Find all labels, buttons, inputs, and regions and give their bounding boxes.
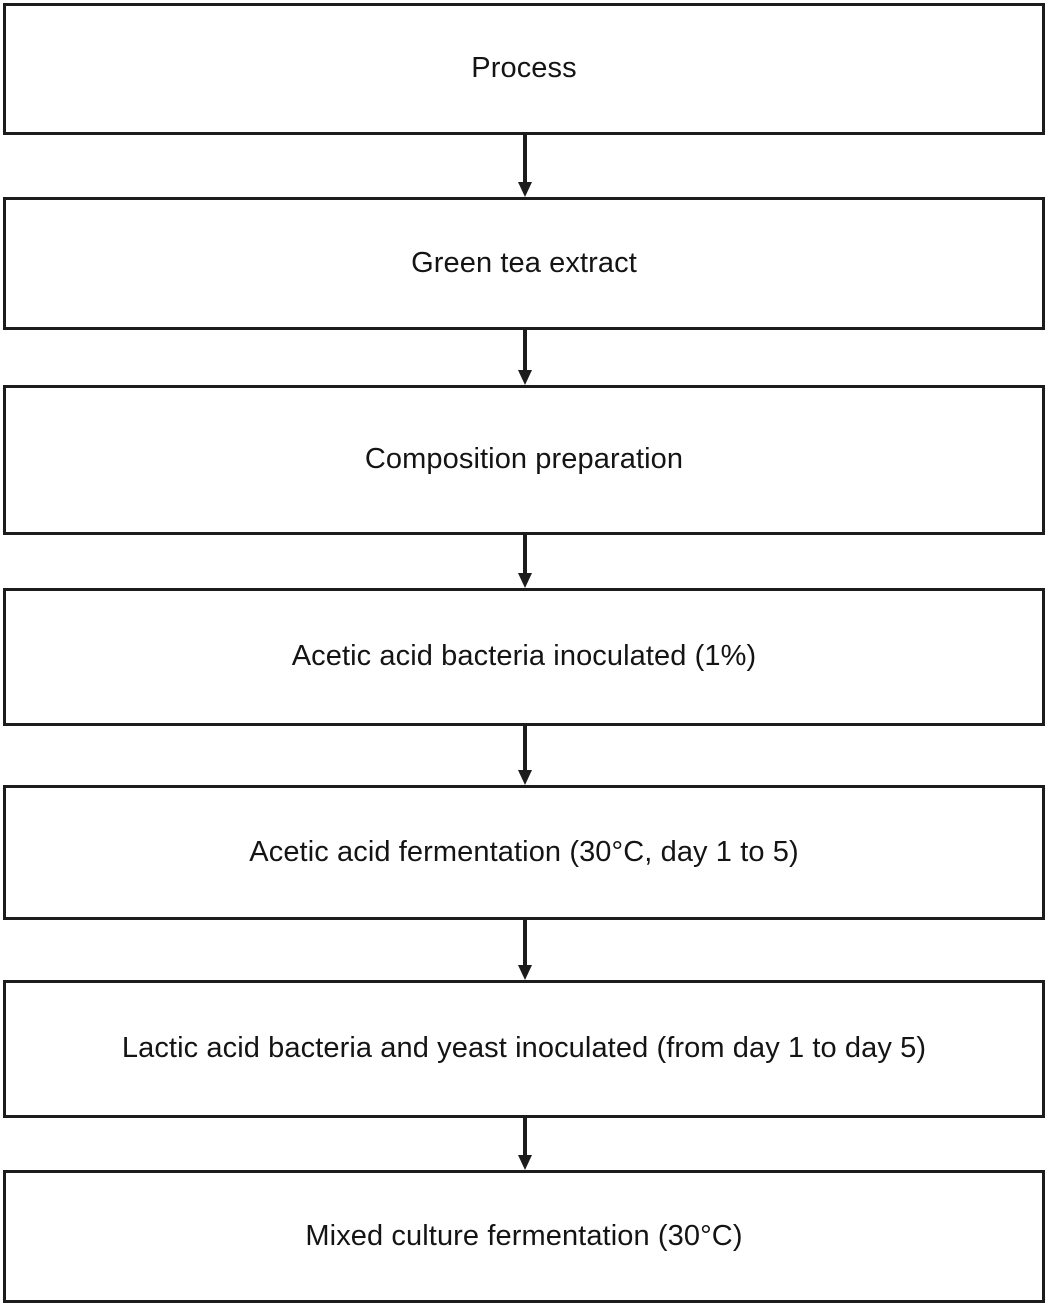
flowchart-node-label: Composition preparation (364, 443, 684, 476)
flowchart-node-lactic-acid-bacteria-and-yeast-inoculated[interactable]: Lactic acid bacteria and yeast inoculate… (3, 980, 1045, 1118)
arrow-shaft (523, 1118, 527, 1155)
flowchart-node-label: Green tea extract (411, 246, 637, 279)
arrow-head-down-icon (518, 182, 532, 197)
arrow-head-down-icon (518, 370, 532, 385)
flowchart-arrow-6 (518, 1118, 532, 1170)
arrow-head-down-icon (518, 770, 532, 785)
flowchart-arrow-3 (518, 535, 532, 588)
flowchart-arrow-1 (518, 135, 532, 197)
arrow-shaft (523, 726, 527, 770)
flowchart-node-label: Lactic acid bacteria and yeast inoculate… (121, 1032, 927, 1065)
flowchart-node-label: Acetic acid bacteria inoculated (1%) (291, 640, 757, 673)
flowchart-node-label: Process (471, 52, 577, 85)
flowchart-node-acetic-acid-fermentation[interactable]: Acetic acid fermentation (30°C, day 1 to… (3, 785, 1045, 920)
flowchart-node-composition-preparation[interactable]: Composition preparation (3, 385, 1045, 535)
flowchart-node-green-tea-extract[interactable]: Green tea extract (3, 197, 1045, 330)
flowchart-arrow-4 (518, 726, 532, 785)
flowchart-node-mixed-culture-fermentation[interactable]: Mixed culture fermentation (30°C) (3, 1170, 1045, 1303)
arrow-shaft (523, 330, 527, 370)
arrow-head-down-icon (518, 965, 532, 980)
flowchart-node-label: Acetic acid fermentation (30°C, day 1 to… (249, 835, 799, 868)
flowchart-node-label: Mixed culture fermentation (30°C) (305, 1219, 743, 1252)
arrow-head-down-icon (518, 573, 532, 588)
flowchart-node-acetic-acid-bacteria-inoculated[interactable]: Acetic acid bacteria inoculated (1%) (3, 588, 1045, 726)
arrow-shaft (523, 135, 527, 182)
flowchart-arrow-5 (518, 920, 532, 980)
flowchart-node-process[interactable]: Process (3, 3, 1045, 135)
arrow-shaft (523, 535, 527, 573)
arrow-head-down-icon (518, 1155, 532, 1170)
flowchart-arrow-2 (518, 330, 532, 385)
arrow-shaft (523, 920, 527, 965)
